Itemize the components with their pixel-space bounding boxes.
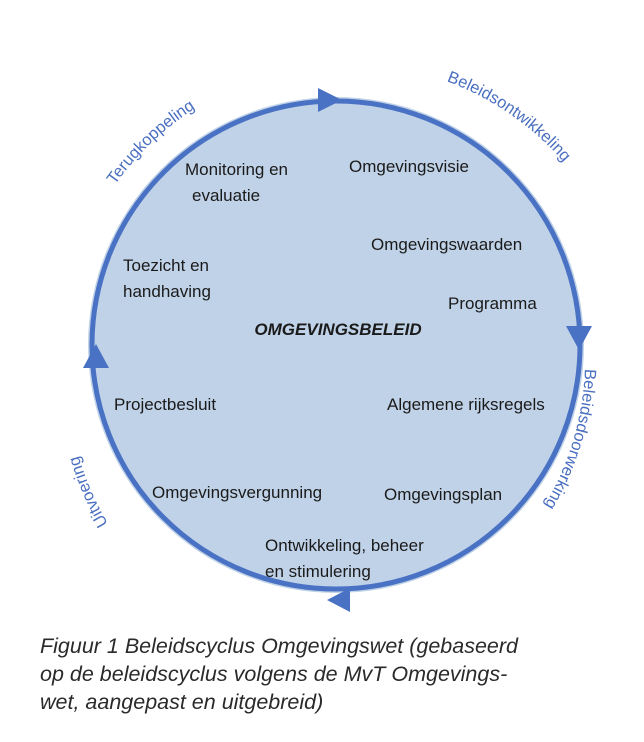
item-monitoring-line1: Monitoring en bbox=[185, 160, 288, 179]
item-omgevingsplan: Omgevingsplan bbox=[384, 485, 502, 504]
item-projectbesluit: Projectbesluit bbox=[114, 395, 216, 414]
item-programma-line1: Programma bbox=[448, 294, 537, 313]
item-omgevingsvergunning: Omgevingsvergunning bbox=[152, 483, 322, 502]
cycle-circle bbox=[88, 97, 584, 593]
caption-line-1: Figuur 1 Beleidscyclus Omgevingswet (geb… bbox=[40, 634, 519, 658]
figure-caption: Figuur 1 Beleidscyclus Omgevingswet (geb… bbox=[40, 632, 630, 716]
item-toezicht-line1: Toezicht en bbox=[123, 256, 209, 275]
item-monitoring: Monitoring en evaluatie bbox=[185, 160, 293, 205]
center-label: OMGEVINGSBELEID bbox=[254, 320, 421, 339]
item-omgevingswaarden-line1: Omgevingswaarden bbox=[371, 235, 522, 254]
item-omgevingsvergunning-line1: Omgevingsvergunning bbox=[152, 483, 322, 502]
item-omgevingswaarden: Omgevingswaarden bbox=[371, 235, 522, 254]
item-algemene-rijksregels-line1: Algemene rijksregels bbox=[387, 395, 545, 414]
item-toezicht: Toezicht en handhaving bbox=[123, 256, 214, 301]
item-omgevingsvisie-line1: Omgevingsvisie bbox=[349, 157, 469, 176]
item-algemene-rijksregels: Algemene rijksregels bbox=[387, 395, 545, 414]
arrow-top-icon bbox=[318, 88, 342, 112]
item-omgevingsplan-line1: Omgevingsplan bbox=[384, 485, 502, 504]
item-ontwikkeling: Ontwikkeling, beheer en stimulering bbox=[265, 536, 429, 581]
arrow-right-icon bbox=[566, 326, 592, 350]
item-programma: Programma bbox=[448, 294, 537, 313]
arrow-bottom-icon bbox=[327, 588, 350, 612]
caption-line-3: wet, aangepast en uitgebreid) bbox=[40, 690, 324, 714]
item-ontwikkeling-line1: Ontwikkeling, beheer bbox=[265, 536, 424, 555]
item-monitoring-line2: evaluatie bbox=[192, 186, 260, 205]
item-projectbesluit-line1: Projectbesluit bbox=[114, 395, 216, 414]
item-omgevingsvisie: Omgevingsvisie bbox=[349, 157, 469, 176]
arrow-left-icon bbox=[83, 344, 109, 368]
phase-uitvoering-path: Uitvoering bbox=[65, 454, 111, 530]
phase-uitvoering: Uitvoering bbox=[65, 454, 111, 530]
policy-cycle-diagram: OMGEVINGSBELEID Monitoring en evaluatie … bbox=[65, 68, 599, 612]
item-ontwikkeling-line2: en stimulering bbox=[265, 562, 371, 581]
item-toezicht-line2: handhaving bbox=[123, 282, 211, 301]
caption-line-2: op de beleidscyclus volgens de MvT Omgev… bbox=[40, 662, 508, 686]
